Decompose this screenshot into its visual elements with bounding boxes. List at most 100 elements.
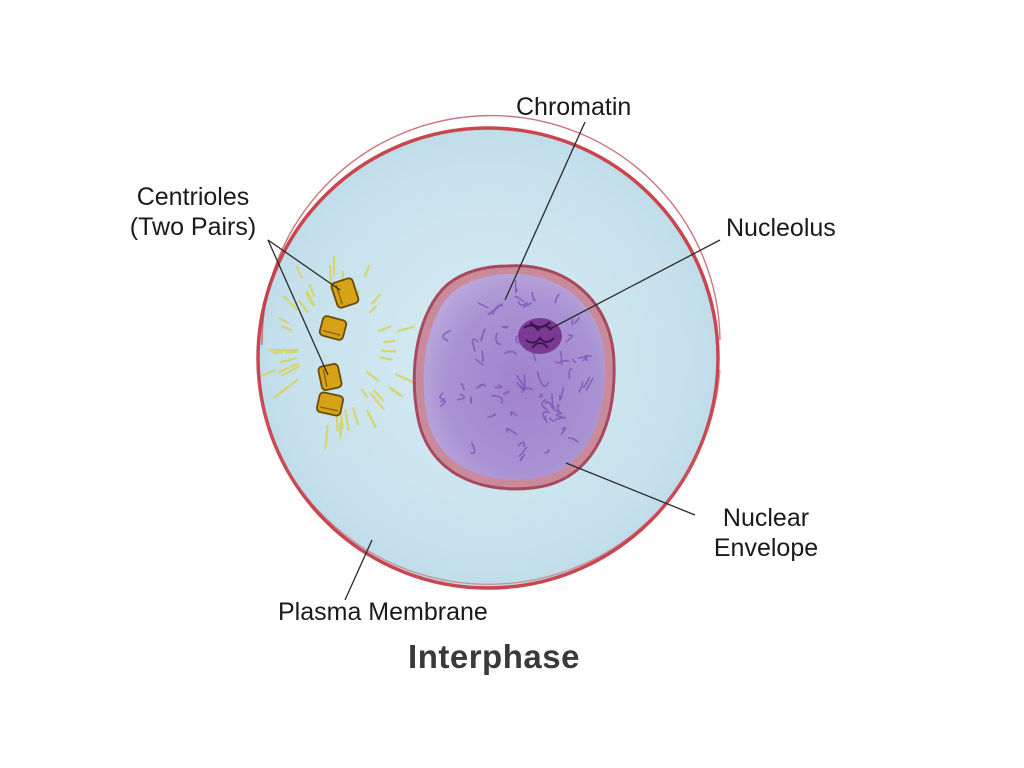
chromatin-strand (505, 427, 518, 436)
chromatin-strand (516, 381, 526, 391)
chromatin-strand (542, 411, 550, 421)
aster-ray (371, 293, 381, 305)
aster-ray (383, 339, 396, 344)
centriole (316, 391, 344, 417)
aster-ray (369, 392, 385, 411)
chromatin-strand (518, 446, 528, 457)
label-nuclear-envelope: Nuclear Envelope (696, 503, 836, 563)
aster-ray (298, 299, 309, 313)
chromatin-strand (495, 332, 502, 345)
chromatin-strand (571, 358, 577, 364)
label-centrioles: Centrioles (Two Pairs) (108, 182, 278, 242)
label-plasma-membrane: Plasma Membrane (278, 598, 488, 626)
leader-line-nuclear-envelope (565, 462, 696, 516)
aster-ray (389, 387, 401, 397)
chromatin-strand (584, 354, 592, 362)
aster-ray (379, 356, 393, 361)
label-nucleolus: Nucleolus (726, 214, 836, 242)
chromatin-strand (556, 404, 560, 413)
plasma-membrane (256, 126, 720, 590)
label-chromatin: Chromatin (516, 93, 632, 121)
aster-ray (289, 362, 300, 369)
label-nuclear-envelope-line2: Envelope (713, 534, 819, 562)
chromatin-strand (541, 398, 549, 411)
centrioles (316, 277, 360, 417)
chromatin-strand (517, 441, 525, 448)
label-centrioles-line1: Centrioles (136, 183, 250, 211)
aster-ray (295, 265, 303, 280)
aster-ray (279, 357, 298, 364)
chromatin-strand (476, 384, 482, 389)
aster-ray (360, 388, 368, 398)
chromatin-strand (531, 291, 537, 302)
chromatin-strand (478, 302, 489, 309)
aster-ray (260, 369, 277, 377)
leader-line-chromatin (504, 121, 586, 301)
aster-ray (380, 349, 397, 353)
aster-ray (396, 325, 415, 333)
aster-ray (283, 295, 298, 311)
chromatin-strand (515, 335, 520, 344)
chromatin-strand (517, 301, 528, 306)
aster-ray (352, 407, 360, 426)
chromatin-strand (577, 356, 588, 362)
chromatin-strand (560, 426, 567, 436)
chromatin-strand (544, 449, 550, 454)
aster-ray (324, 424, 329, 449)
leader-line-centrioles (267, 239, 341, 291)
aster-ray (363, 264, 371, 278)
aster-ray (377, 325, 392, 333)
aster-ray (365, 370, 380, 382)
chromatin-strand (536, 371, 549, 387)
leader-line-plasma-membrane (344, 539, 373, 601)
chromatin-strand (491, 394, 504, 404)
chromatin-strand (516, 375, 527, 389)
aster-rays (260, 255, 415, 449)
aster-ray (268, 348, 287, 352)
leader-line-centrioles (267, 239, 329, 376)
chromatin-strand (469, 396, 472, 404)
chromatin-strand (555, 350, 563, 364)
chromatin-strand (501, 325, 509, 329)
nucleoplasm (423, 273, 606, 480)
chromatin-strand (585, 377, 594, 391)
chromatin-strand (544, 415, 549, 424)
centriole (317, 363, 343, 391)
chromatin-strand (440, 400, 446, 407)
aster-ray (305, 290, 316, 307)
chromatin-strand (548, 417, 555, 422)
label-nuclear-envelope-line1: Nuclear (722, 504, 810, 532)
chromatin-strand (568, 437, 579, 443)
chromatin-strand (474, 358, 484, 366)
chromatin-strand (487, 303, 504, 316)
aster-ray (284, 350, 299, 354)
chromatin-strand (502, 390, 510, 396)
aster-ray (394, 373, 414, 383)
aster-ray (281, 325, 293, 332)
diagram-title: Interphase (408, 638, 580, 675)
leader-line-nucleolus (547, 239, 721, 331)
chromatin-strand (578, 381, 584, 393)
aster-ray (368, 305, 378, 314)
chromatin-strand (442, 330, 451, 342)
aster-ray (277, 366, 290, 374)
chromatin-strand (514, 295, 525, 303)
nucleus (412, 264, 616, 491)
chromatin-strand (514, 279, 518, 293)
plasma-membrane-sketch (261, 114, 721, 346)
chromatin-strand (551, 393, 554, 405)
chromatin-strand (559, 387, 565, 401)
chromatin-strand (545, 401, 555, 408)
aster-ray (272, 351, 284, 354)
nucleolus (518, 318, 562, 354)
chromatin-strand (480, 328, 486, 342)
chromatin-strand (460, 382, 465, 391)
aster-ray (305, 292, 314, 306)
chromatin-strand (481, 350, 484, 362)
chromatin-strand (554, 293, 560, 303)
chromatin-strand (487, 413, 497, 419)
chromatin-strand (510, 410, 518, 417)
aster-ray (366, 409, 377, 429)
chromatin-strand (470, 442, 476, 454)
